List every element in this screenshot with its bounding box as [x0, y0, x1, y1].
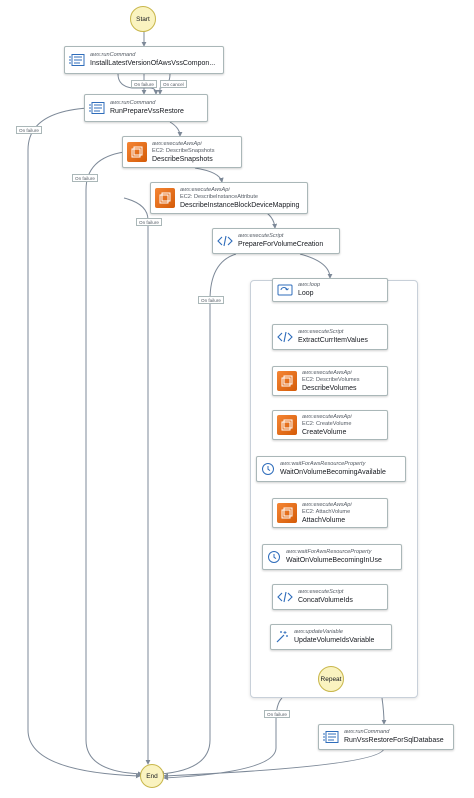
step-type: aws:executeAwsApi — [302, 413, 352, 420]
step-type: aws:executeAwsApi — [180, 186, 230, 193]
start-node[interactable]: Start — [130, 6, 156, 32]
step-type: aws:executeScript — [298, 329, 344, 335]
start-label: Start — [136, 15, 150, 23]
edge-sql-restore-end — [163, 747, 385, 779]
step-extract-curr-item-values[interactable]: aws:executeScript ExtractCurrItemValues — [272, 324, 388, 350]
edge-install-failure — [117, 73, 159, 95]
step-type: aws:executeAwsApi — [302, 369, 352, 376]
step-name: ConcatVolumeIds — [298, 597, 353, 604]
run-command-icon — [323, 730, 339, 744]
ec2-icon — [277, 415, 297, 435]
step-name: DescribeSnapshots — [152, 155, 213, 163]
ec2-icon — [277, 371, 297, 391]
edge-loop-sql-restore — [381, 697, 387, 725]
wand-icon — [275, 630, 289, 644]
script-icon — [217, 235, 233, 247]
step-create-volume[interactable]: aws:executeAwsApi EC2: CreateVolume Crea… — [272, 410, 388, 440]
step-name: ExtractCurrItemValues — [298, 337, 368, 344]
step-describe-snapshots[interactable]: aws:executeAwsApi EC2: DescribeSnapshots… — [122, 136, 242, 168]
on-failure-tag: On failure — [264, 710, 290, 718]
ec2-icon — [155, 188, 175, 208]
step-name: RunVssRestoreForSqlDatabase — [344, 737, 444, 744]
step-name: Loop — [298, 290, 314, 297]
step-name: WaitOnVolumeBecomingAvailable — [280, 469, 386, 476]
step-api: EC2: CreateVolume — [302, 420, 352, 427]
edge-snapshots-failure-end — [85, 151, 143, 777]
on-failure-tag: On failure — [131, 80, 157, 88]
repeat-label: Repeat — [320, 675, 342, 683]
step-name: PrepareForVolumeCreation — [238, 241, 324, 248]
step-run-vss-restore-for-sql-database[interactable]: aws:runCommand RunVssRestoreForSqlDataba… — [318, 724, 454, 750]
step-run-prepare-vss-restore[interactable]: aws:runCommand RunPrepareVssRestore — [84, 94, 208, 122]
step-type: aws:updateVariable — [294, 629, 343, 635]
step-type: aws:executeAwsApi — [152, 140, 202, 147]
step-name: DescribeVolumes — [302, 384, 357, 392]
step-type: aws:loop — [298, 282, 321, 288]
run-command-icon — [89, 101, 105, 115]
step-attach-volume[interactable]: aws:executeAwsApi EC2: AttachVolume Atta… — [272, 498, 388, 528]
step-name: InstallLatestVersionOfAwsVssCompon... — [90, 60, 216, 67]
step-name: CreateVolume — [302, 428, 347, 436]
on-failure-tag: On failure — [198, 296, 224, 304]
step-type: aws:waitForAwsResourceProperty — [286, 549, 372, 555]
step-wait-volume-available[interactable]: aws:waitForAwsResourceProperty WaitOnVol… — [256, 456, 406, 482]
loop-icon — [277, 283, 293, 297]
script-icon — [277, 591, 293, 603]
on-cancel-tag: On cancel — [160, 80, 187, 88]
step-name: AttachVolume — [302, 516, 346, 524]
end-node[interactable]: End — [140, 764, 164, 788]
step-prepare-for-volume-creation[interactable]: aws:executeScript PrepareForVolumeCreati… — [212, 228, 340, 254]
step-name: WaitOnVolumeBecomingInUse — [286, 557, 382, 564]
ec2-icon — [127, 142, 147, 162]
step-type: aws:executeAwsApi — [302, 501, 352, 508]
step-wait-volume-in-use[interactable]: aws:waitForAwsResourceProperty WaitOnVol… — [262, 544, 402, 570]
step-type: aws:executeScript — [238, 233, 284, 239]
step-type: aws:runCommand — [344, 729, 390, 735]
step-type: aws:runCommand — [110, 100, 156, 106]
step-type: aws:waitForAwsResourceProperty — [280, 461, 366, 467]
repeat-node[interactable]: Repeat — [318, 666, 344, 692]
edge-prepare-failure-end — [27, 107, 141, 779]
step-loop[interactable]: aws:loop Loop — [272, 278, 388, 302]
step-name: DescribeInstanceBlockDeviceMapping — [180, 201, 300, 209]
edge-prepare-volume-loop — [299, 253, 333, 279]
on-failure-tag: On failure — [136, 218, 162, 226]
edge-prepare-volume-failure-end — [159, 253, 237, 777]
script-icon — [277, 331, 293, 343]
step-name: RunPrepareVssRestore — [110, 108, 184, 115]
step-describe-volumes[interactable]: aws:executeAwsApi EC2: DescribeVolumes D… — [272, 366, 388, 396]
step-update-volume-ids-variable[interactable]: aws:updateVariable UpdateVolumeIdsVariab… — [270, 624, 392, 650]
edge-loop-failure-end — [163, 697, 283, 781]
run-command-icon — [69, 53, 85, 67]
step-api: EC2: DescribeInstanceAttribute — [180, 193, 259, 200]
on-failure-tag: On failure — [16, 126, 42, 134]
clock-icon — [267, 550, 281, 564]
edge-prepare-describe-snapshots — [169, 121, 183, 137]
step-describe-instance-block-device-mapping[interactable]: aws:executeAwsApi EC2: DescribeInstanceA… — [150, 182, 308, 214]
end-label: End — [146, 772, 158, 780]
step-name: UpdateVolumeIdsVariable — [294, 637, 375, 644]
step-api: EC2: DescribeSnapshots — [152, 147, 215, 154]
ec2-icon — [277, 503, 297, 523]
step-type: aws:executeScript — [298, 589, 344, 595]
step-api: EC2: DescribeVolumes — [302, 376, 360, 383]
on-failure-tag: On failure — [72, 174, 98, 182]
step-type: aws:runCommand — [90, 52, 136, 58]
step-install-vss[interactable]: aws:runCommand InstallLatestVersionOfAws… — [64, 46, 224, 74]
edge-bdm-failure-end — [123, 197, 151, 765]
step-api: EC2: AttachVolume — [302, 508, 351, 515]
clock-icon — [261, 462, 275, 476]
edge-snapshots-bdm — [194, 167, 224, 183]
step-concat-volume-ids[interactable]: aws:executeScript ConcatVolumeIds — [272, 584, 388, 610]
